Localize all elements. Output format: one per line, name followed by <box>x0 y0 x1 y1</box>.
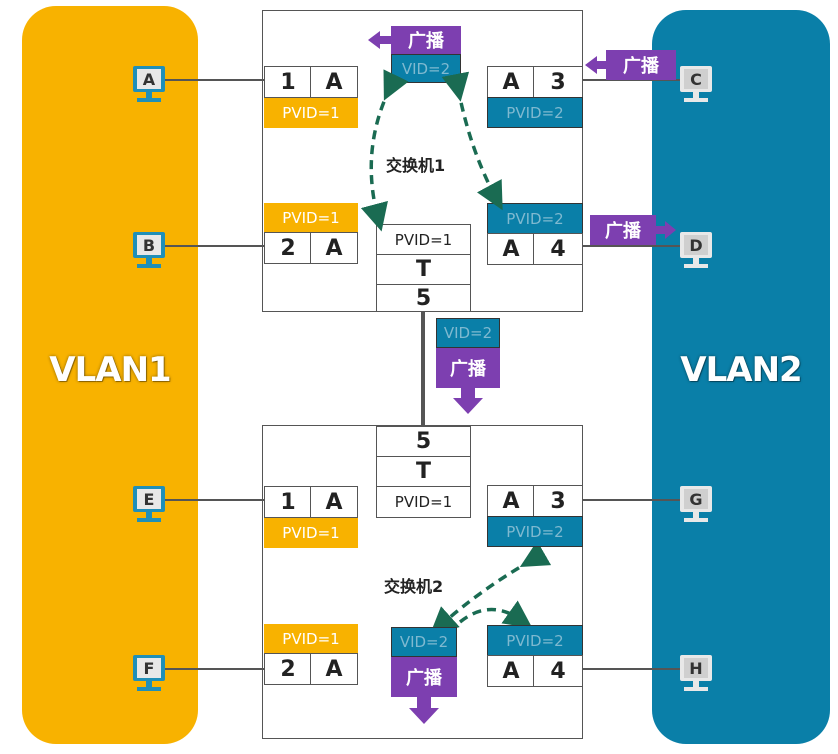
switch2-label: 交换机2 <box>384 577 444 596</box>
computer-icon <box>133 486 165 522</box>
computer-icon <box>680 655 712 691</box>
sw2-port4-number: 4 <box>533 655 583 687</box>
sw2-port1-mac: A <box>310 486 358 518</box>
sw2-port5-mode: T <box>376 456 471 487</box>
computer-icon <box>133 232 165 268</box>
sw2-broadcast-tag: 广播 <box>391 657 457 697</box>
broadcast-to-d-tag: 广播 <box>590 215 656 245</box>
sw1-port2-pvid: PVID=1 <box>264 203 358 233</box>
host-d-label: D <box>689 236 703 255</box>
computer-icon <box>680 486 712 522</box>
computer-icon <box>133 655 165 691</box>
sw2-port1-pvid: PVID=1 <box>264 518 358 548</box>
trunk-broadcast-tag: 广播 <box>436 348 500 388</box>
sw2-port5-pvid: PVID=1 <box>376 486 471 518</box>
vlan1-zone <box>22 6 198 744</box>
link-d-port4 <box>582 245 694 247</box>
arrow-left-icon <box>368 31 392 49</box>
sw2-port2-number: 2 <box>264 653 312 685</box>
sw2-vid-box: VID=2 <box>391 627 457 657</box>
sw2-port5-number: 5 <box>376 426 471 457</box>
computer-icon <box>680 66 712 102</box>
sw1-port1-number: 1 <box>264 66 312 98</box>
trunk-link <box>421 311 425 427</box>
link-e-port1 <box>160 499 264 501</box>
link-f-port2 <box>160 668 264 670</box>
link-g-port3 <box>582 499 694 501</box>
host-f-label: F <box>143 659 155 678</box>
link-b-port2 <box>160 245 264 247</box>
sw2-port2-mac: A <box>310 653 358 685</box>
sw2-port3-pvid: PVID=2 <box>487 516 583 547</box>
sw1-port4-mac: A <box>487 233 535 265</box>
vlan1-label: VLAN1 <box>49 350 171 390</box>
sw1-port5-number: 5 <box>376 284 471 312</box>
arrow-right-icon <box>654 221 676 239</box>
sw2-port4-pvid: PVID=2 <box>487 625 583 656</box>
sw1-port3-pvid: PVID=2 <box>487 97 583 128</box>
host-e-label: E <box>143 490 155 509</box>
vlan2-zone <box>652 10 830 744</box>
sw2-port2-pvid: PVID=1 <box>264 624 358 654</box>
sw1-port2-mac: A <box>310 232 358 264</box>
link-c-port3 <box>582 79 694 81</box>
arrow-left-icon <box>585 56 609 74</box>
sw1-port1-pvid: PVID=1 <box>264 98 358 128</box>
link-a-port1 <box>160 79 264 81</box>
sw1-port5-mode: T <box>376 254 471 285</box>
sw1-port4-number: 4 <box>533 233 583 265</box>
sw2-port3-number: 3 <box>533 485 583 517</box>
host-c-label: C <box>690 70 702 89</box>
sw1-port4-pvid: PVID=2 <box>487 203 583 234</box>
sw2-port4-mac: A <box>487 655 535 687</box>
computer-icon <box>133 66 165 102</box>
host-b-label: B <box>142 236 156 255</box>
computer-icon <box>680 232 712 268</box>
sw1-port1-mac: A <box>310 66 358 98</box>
sw1-port2-number: 2 <box>264 232 312 264</box>
trunk-vid-box: VID=2 <box>436 318 500 348</box>
host-h-label: H <box>689 659 703 678</box>
host-g-label: G <box>689 490 703 509</box>
host-a-label: A <box>142 70 156 89</box>
broadcast-to-c-tag: 广播 <box>606 50 676 80</box>
link-h-port4 <box>582 668 694 670</box>
sw2-port1-number: 1 <box>264 486 312 518</box>
sw2-port3-mac: A <box>487 485 535 517</box>
arrow-down-icon <box>409 696 439 724</box>
vlan2-label: VLAN2 <box>680 350 802 390</box>
sw1-broadcast-tag: 广播 <box>391 26 461 54</box>
arrow-down-icon <box>453 386 483 414</box>
